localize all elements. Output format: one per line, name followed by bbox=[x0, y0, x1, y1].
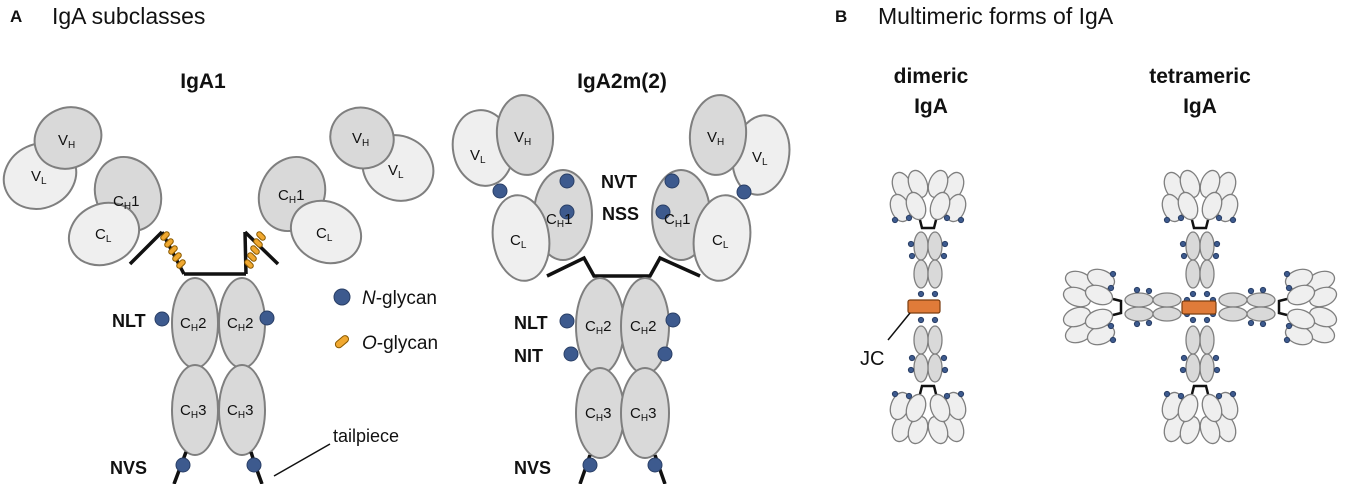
iga2-hinge bbox=[546, 255, 701, 278]
iga2-nss-glycan-left bbox=[559, 204, 575, 220]
iga2-cl-left bbox=[491, 194, 551, 282]
iga1-nlt-label: NLT bbox=[112, 311, 146, 331]
tailpiece-pointer bbox=[273, 443, 331, 477]
svg-text:CH3: CH3 bbox=[227, 402, 253, 421]
iga2-nit-glycan-left bbox=[563, 346, 579, 362]
o-glycan-legend-icon bbox=[334, 335, 350, 349]
svg-text:VH: VH bbox=[514, 129, 531, 148]
iga2-nvs-label: NVS bbox=[514, 458, 551, 478]
iga1-cl-right bbox=[289, 199, 363, 265]
svg-text:VL: VL bbox=[388, 162, 404, 181]
svg-text:CH1: CH1 bbox=[113, 193, 139, 212]
svg-text:CH2: CH2 bbox=[585, 318, 611, 337]
iga2-nlt-glycan-right bbox=[665, 312, 681, 328]
panel-a-title: IgA subclasses bbox=[52, 3, 205, 29]
tetrameric-joining-chain bbox=[1181, 300, 1217, 315]
iga1-nvs-label: NVS bbox=[110, 458, 147, 478]
iga2-vh-glycan-left bbox=[492, 183, 508, 199]
iga2-nss-glycan-right bbox=[655, 204, 671, 220]
iga1-nvs-glycan-left bbox=[175, 457, 191, 473]
svg-text:CH1: CH1 bbox=[278, 187, 304, 206]
svg-text:VH: VH bbox=[707, 129, 724, 148]
iga2-nvt-glycan-right bbox=[664, 173, 680, 189]
iga1-cl-left bbox=[67, 201, 141, 267]
iga2-nit-glycan-right bbox=[657, 346, 673, 362]
iga2-nlt-glycan-left bbox=[559, 313, 575, 329]
svg-text:CH2: CH2 bbox=[227, 315, 253, 334]
iga2-nvs-glycan-right bbox=[647, 457, 663, 473]
iga1-domain-labels: VL VH CH1 CL VH VL CH1 CL CH2 CH2 CH3 CH… bbox=[31, 130, 404, 421]
panel-a-letter: A bbox=[10, 7, 22, 26]
svg-text:VL: VL bbox=[752, 149, 768, 168]
iga1-hinge-right bbox=[243, 230, 280, 266]
iga1-nlt-glycan bbox=[154, 311, 170, 327]
iga2-nit-label: NIT bbox=[514, 346, 543, 366]
iga2-domain-labels: VL VH CH1 CL VH VL CH1 CL CH2 CH2 CH3 CH… bbox=[470, 129, 768, 424]
iga2-vh-left bbox=[495, 94, 555, 176]
svg-text:CH3: CH3 bbox=[585, 405, 611, 424]
iga1-hinge-left bbox=[128, 230, 164, 266]
jc-label: JC bbox=[860, 348, 884, 370]
iga2-nlt-label: NLT bbox=[514, 313, 548, 333]
svg-text:CL: CL bbox=[510, 232, 527, 251]
iga2m2-title: IgA2m(2) bbox=[577, 70, 667, 93]
svg-text:VL: VL bbox=[31, 168, 47, 187]
iga2-nss-label: NSS bbox=[602, 204, 639, 224]
jc-pointer bbox=[887, 312, 911, 341]
n-glycan-legend-label: N-glycan bbox=[362, 288, 437, 309]
svg-text:CH2: CH2 bbox=[180, 315, 206, 334]
svg-text:CH1: CH1 bbox=[664, 211, 690, 230]
svg-text:CL: CL bbox=[712, 232, 729, 251]
panel-b-letter: B bbox=[835, 7, 847, 26]
iga1-diagram: IgA1 bbox=[2, 70, 435, 484]
iga1-ch2-glycan bbox=[259, 310, 275, 326]
svg-text:VH: VH bbox=[352, 130, 369, 149]
iga2-nvs-glycan-left bbox=[582, 457, 598, 473]
tetrameric-title-line2: IgA bbox=[1183, 95, 1217, 118]
svg-text:CH2: CH2 bbox=[630, 318, 656, 337]
iga1-title: IgA1 bbox=[180, 70, 226, 93]
glycan-legend: N-glycan O-glycan bbox=[333, 288, 438, 354]
iga1-vh-left bbox=[33, 106, 103, 170]
svg-text:CH3: CH3 bbox=[180, 402, 206, 421]
svg-text:VL: VL bbox=[470, 147, 486, 166]
iga2-vh-glycan-right bbox=[736, 184, 752, 200]
iga2-vh-right bbox=[688, 94, 748, 176]
iga2m2-diagram: IgA2m(2) VL bbox=[451, 70, 791, 484]
iga1-nvs-glycan-right bbox=[246, 457, 262, 473]
iga2-nvt-glycan-left bbox=[559, 173, 575, 189]
dimeric-joining-chain bbox=[907, 299, 941, 314]
dimeric-title-line2: IgA bbox=[914, 95, 948, 118]
dimeric-title-line1: dimeric bbox=[894, 65, 969, 88]
tetrameric-iga-diagram bbox=[1059, 166, 1341, 448]
svg-text:CH1: CH1 bbox=[546, 211, 572, 230]
o-glycan-legend-label: O-glycan bbox=[362, 333, 438, 354]
iga2-cl-right bbox=[692, 194, 752, 282]
iga1-ch3-right bbox=[218, 364, 266, 456]
iga2-nvt-label: NVT bbox=[601, 172, 637, 192]
panel-b-title: Multimeric forms of IgA bbox=[878, 3, 1114, 29]
iga1-o-glycans-left bbox=[159, 230, 187, 270]
iga2-ch3-right bbox=[620, 367, 670, 459]
svg-text:CL: CL bbox=[316, 225, 333, 244]
n-glycan-legend-icon bbox=[333, 288, 351, 306]
svg-text:VH: VH bbox=[58, 132, 75, 151]
tailpiece-label: tailpiece bbox=[333, 426, 399, 446]
svg-text:CL: CL bbox=[95, 226, 112, 245]
tetrameric-title-line1: tetrameric bbox=[1149, 65, 1251, 88]
dimeric-iga-diagram: JC bbox=[860, 166, 971, 448]
svg-text:CH3: CH3 bbox=[630, 405, 656, 424]
iga1-vh-right bbox=[329, 106, 395, 170]
